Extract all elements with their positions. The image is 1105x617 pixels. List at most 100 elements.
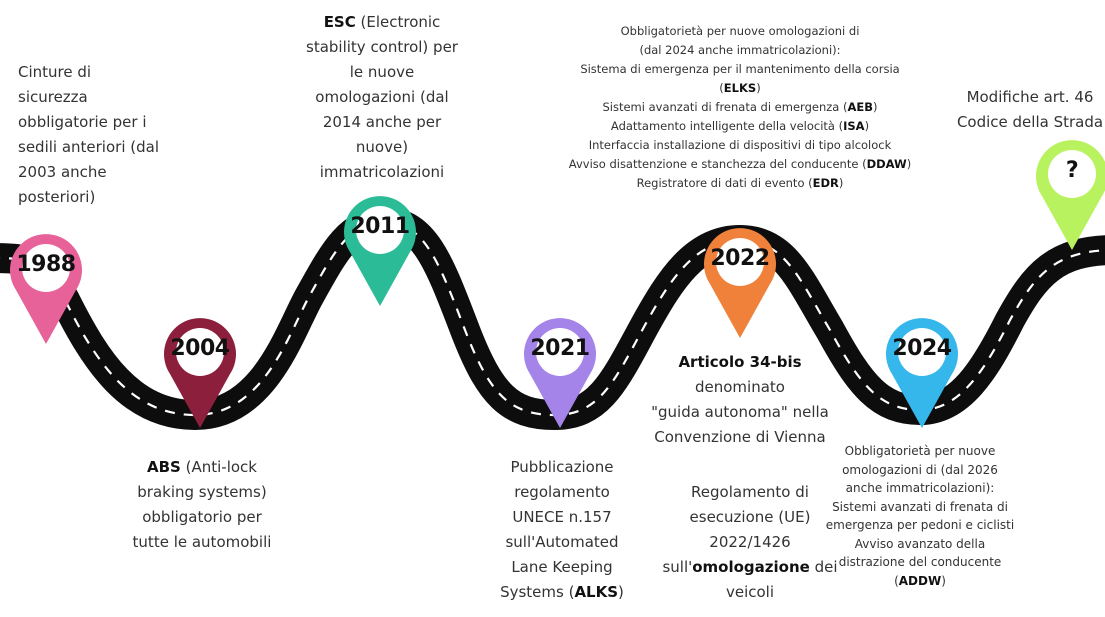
text-line: UNECE n.157 bbox=[472, 505, 652, 530]
text-line: nuove) bbox=[282, 135, 482, 160]
text-line: regolamento bbox=[472, 480, 652, 505]
year-label-2024: 2024 bbox=[892, 336, 952, 361]
text-line: "guida autonoma" nella bbox=[640, 400, 840, 425]
text-segment: distrazione del conducente bbox=[838, 555, 1002, 569]
text-line: 2014 anche per bbox=[282, 110, 482, 135]
text-line: Cinture di bbox=[18, 60, 198, 85]
text-segment: (Anti-lock bbox=[180, 458, 257, 476]
pin-2011: 2011 bbox=[338, 190, 422, 308]
milestone-2022-convention-text: Articolo 34-bis denominato "guida autonoma… bbox=[640, 350, 840, 450]
year-label-2022: 2022 bbox=[710, 246, 770, 271]
text-segment: sedili anteriori (dal bbox=[18, 138, 159, 156]
text-line: Convenzione di Vienna bbox=[640, 425, 840, 450]
text-line: omologazioni (dal bbox=[282, 85, 482, 110]
text-segment: Codice della Strada bbox=[956, 113, 1104, 131]
bold-text: AEB bbox=[847, 100, 873, 114]
year-label-1988: 1988 bbox=[16, 252, 76, 277]
milestone-2011-text: ESC (Electronic stability control) per le … bbox=[282, 10, 482, 185]
text-line: sull'Automated bbox=[472, 530, 652, 555]
map-pin-icon bbox=[704, 228, 776, 338]
text-line: ESC (Electronic bbox=[282, 10, 482, 35]
text-segment: Interfaccia installazione di dispositivi… bbox=[588, 138, 892, 152]
text-segment: (dal 2024 anche immatricolazioni): bbox=[639, 43, 841, 57]
text-segment: 2022/1426 bbox=[709, 533, 791, 551]
text-line: Avviso avanzato della bbox=[820, 535, 1020, 554]
text-segment: Systems ( bbox=[500, 583, 575, 601]
text-segment: emergenza per pedoni e ciclisti bbox=[825, 518, 1015, 532]
text-line: veicoli bbox=[660, 580, 840, 605]
map-pin-icon bbox=[886, 318, 958, 428]
pin-2004: 2004 bbox=[158, 312, 242, 430]
text-segment: ) bbox=[873, 100, 878, 114]
text-line: stability control) per bbox=[282, 35, 482, 60]
text-segment: "guida autonoma" nella bbox=[651, 403, 829, 421]
text-segment: 2003 anche bbox=[18, 163, 107, 181]
text-line: Sistemi avanzati di frenata di emergenza… bbox=[530, 98, 950, 117]
text-line: Registratore di dati di evento (EDR) bbox=[530, 174, 950, 193]
text-segment: stability control) per bbox=[306, 38, 458, 56]
text-segment: Avviso disattenzione e stanchezza del co… bbox=[568, 157, 867, 171]
text-segment: ( bbox=[894, 573, 899, 588]
text-line: 2003 anche bbox=[18, 160, 198, 185]
map-pin-icon bbox=[524, 318, 596, 428]
text-segment: ) bbox=[864, 119, 870, 133]
text-segment: Regolamento di bbox=[691, 483, 809, 501]
text-segment: le nuove bbox=[349, 63, 415, 81]
text-segment: regolamento bbox=[514, 483, 610, 501]
text-line: le nuove bbox=[282, 60, 482, 85]
pin-1988: 1988 bbox=[4, 228, 88, 346]
text-line: sicurezza bbox=[18, 85, 198, 110]
text-line: Sistema di emergenza per il mantenimento… bbox=[530, 60, 950, 79]
text-segment: Adattamento intelligente della velocità … bbox=[610, 119, 844, 133]
text-segment: anche immatricolazioni): bbox=[845, 481, 995, 495]
map-pin-icon bbox=[1036, 140, 1105, 250]
bold-text: EDR bbox=[812, 176, 839, 190]
text-line: esecuzione (UE) bbox=[660, 505, 840, 530]
year-label-2004: 2004 bbox=[170, 336, 230, 361]
text-line: denominato bbox=[640, 375, 840, 400]
pin-2024: 2024 bbox=[880, 312, 964, 430]
text-segment: tutte le automobili bbox=[132, 533, 272, 551]
bold-text: ADDW bbox=[898, 573, 942, 588]
text-segment: ) bbox=[618, 583, 624, 601]
text-line: Pubblicazione bbox=[472, 455, 652, 480]
text-segment: immatricolazioni bbox=[319, 163, 445, 181]
text-line: posteriori) bbox=[18, 185, 198, 210]
text-line: omologazioni di (dal 2026 bbox=[820, 461, 1020, 480]
text-segment: Sistemi avanzati di frenata di emergenza… bbox=[602, 100, 848, 114]
text-segment: Lane Keeping bbox=[511, 558, 613, 576]
text-line: ABS (Anti-lock bbox=[112, 455, 292, 480]
text-line: braking systems) bbox=[112, 480, 292, 505]
text-line: (dal 2024 anche immatricolazioni): bbox=[530, 41, 950, 60]
text-segment: (Electronic bbox=[355, 13, 441, 31]
bold-text: ELKS bbox=[723, 81, 757, 95]
map-pin-icon bbox=[344, 196, 416, 306]
year-label-2021: 2021 bbox=[530, 336, 590, 361]
text-segment: UNECE n.157 bbox=[512, 508, 612, 526]
text-line: Adattamento intelligente della velocità … bbox=[530, 117, 950, 136]
text-segment: Sistema di emergenza per il mantenimento… bbox=[580, 62, 900, 76]
text-line: anche immatricolazioni): bbox=[820, 479, 1020, 498]
text-segment: ) bbox=[838, 176, 844, 190]
bold-text: ABS bbox=[147, 458, 181, 476]
text-segment: obbligatorio per bbox=[142, 508, 262, 526]
text-line: tutte le automobili bbox=[112, 530, 292, 555]
text-segment: ) bbox=[906, 157, 912, 171]
bold-text: Articolo 34-bis bbox=[678, 353, 802, 371]
text-line: emergenza per pedoni e ciclisti bbox=[820, 516, 1020, 535]
text-line: immatricolazioni bbox=[282, 160, 482, 185]
text-segment: denominato bbox=[695, 378, 785, 396]
text-line: Obbligatorietà per nuove bbox=[820, 442, 1020, 461]
text-segment: braking systems) bbox=[137, 483, 267, 501]
text-segment: sull'Automated bbox=[505, 533, 619, 551]
text-line: Sistemi avanzati di frenata di bbox=[820, 498, 1020, 517]
pin-2021: 2021 bbox=[518, 312, 602, 430]
text-segment: esecuzione (UE) bbox=[689, 508, 811, 526]
text-segment: ) bbox=[756, 81, 761, 95]
bold-text: ISA bbox=[843, 119, 865, 133]
text-segment: Pubblicazione bbox=[510, 458, 614, 476]
text-segment: ) bbox=[941, 573, 946, 588]
